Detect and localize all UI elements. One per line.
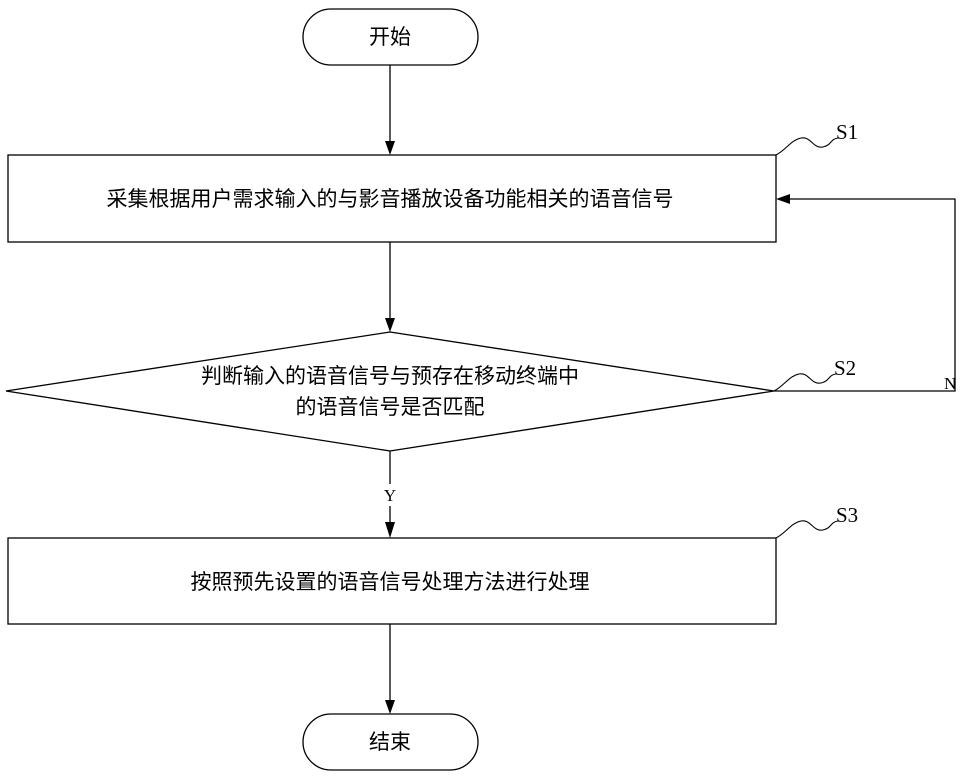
s3-text: 按照预先设置的语音信号处理方法进行处理 (191, 570, 590, 594)
s3-leader-line (776, 521, 838, 538)
arrow-no-loop-to-s1 (774, 194, 955, 391)
s3-label: S3 (836, 503, 858, 527)
s1-label: S1 (836, 120, 858, 144)
process-box-s3: 按照预先设置的语音信号处理方法进行处理 (8, 538, 776, 624)
arrow-s1-to-s2 (385, 242, 395, 332)
s1-leader-line (776, 138, 838, 155)
s1-text: 采集根据用户需求输入的与影音播放设备功能相关的语音信号 (107, 187, 674, 211)
arrow-s3-to-end (385, 624, 395, 714)
s2-text-line2: 的语音信号是否匹配 (296, 395, 485, 419)
process-box-s1: 采集根据用户需求输入的与影音播放设备功能相关的语音信号 (8, 155, 776, 242)
no-branch-label: N (944, 374, 956, 393)
yes-branch-label: Y (384, 486, 396, 505)
start-node: 开始 (303, 9, 478, 65)
decision-diamond-s2: 判断输入的语音信号与预存在移动终端中 的语音信号是否匹配 (6, 332, 774, 451)
start-label: 开始 (369, 25, 411, 49)
s2-text-line1: 判断输入的语音信号与预存在移动终端中 (201, 364, 579, 388)
end-node: 结束 (303, 714, 478, 770)
end-label: 结束 (369, 730, 411, 754)
s2-leader-line (774, 374, 836, 391)
arrow-start-to-s1 (385, 65, 395, 155)
s2-label: S2 (834, 356, 856, 380)
